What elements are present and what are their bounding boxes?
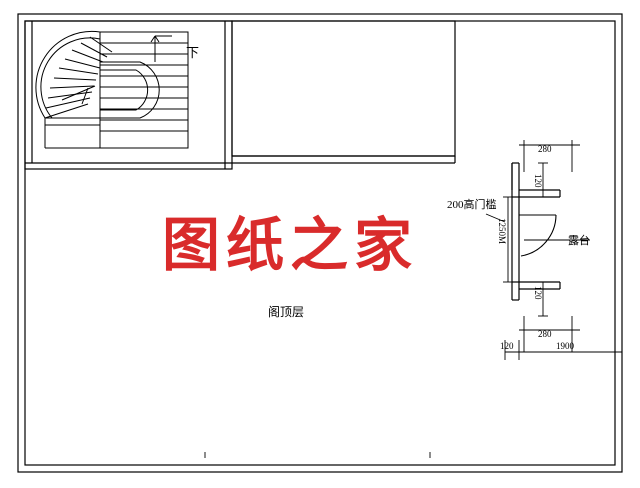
terrace-label: 露台 [568,235,590,247]
dim-120-left: 120 [500,341,514,351]
wall-tick-marks [204,452,431,458]
dim-120-lower: 120 [533,286,543,300]
stair-direction-label: 下 [186,45,200,60]
dim-120-upper: 120 [533,174,543,188]
stair-direction-arrow [150,35,172,62]
door-width-label: 1250M [497,218,507,245]
staircase-geometry [35,30,189,149]
threshold-label: 200高门槛 [447,199,497,211]
dim-280-bottom: 280 [538,329,552,339]
watermark-text: 图纸之家 [162,213,419,278]
room-label: 阁顶层 [268,305,305,319]
door-swing-arc [519,214,557,257]
dim-280-top: 280 [538,144,552,154]
dimension-lines [485,140,623,360]
dim-1900-span: 1900 [556,341,574,351]
